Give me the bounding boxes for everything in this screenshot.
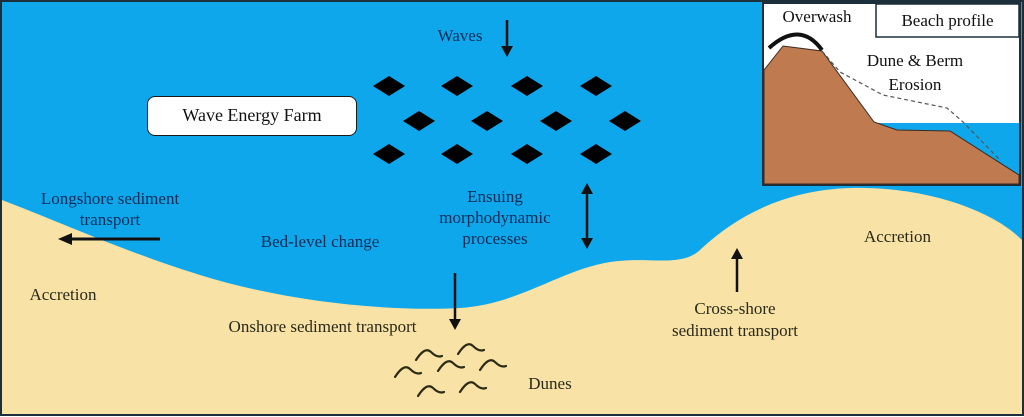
wave-energy-device-icon: [511, 76, 543, 96]
ensuing-label-line3: processes: [462, 229, 528, 248]
wave-energy-device-icon: [373, 76, 405, 96]
wave-energy-device-icon: [441, 76, 473, 96]
cross-shore-label-line1: Cross-shore: [694, 299, 776, 318]
dunes-label: Dunes: [528, 374, 572, 393]
wave-energy-device-icon: [580, 144, 612, 164]
wave-energy-farm-box: [147, 96, 357, 136]
wave-energy-device-icon: [540, 111, 572, 131]
wave-energy-devices: [373, 76, 641, 164]
dune-icon: [393, 366, 423, 379]
waves-arrow: [501, 20, 513, 57]
morphodynamic-double-arrow: [581, 183, 593, 249]
accretion-left-label: Accretion: [29, 285, 97, 304]
shoreline-sand: [2, 187, 1022, 414]
waves-label: Waves: [437, 26, 483, 45]
dune-icon: [414, 349, 444, 362]
longshore-arrow: [58, 233, 160, 245]
wave-energy-device-icon: [373, 144, 405, 164]
dune-icon: [416, 385, 446, 398]
dune-symbols: [393, 343, 508, 398]
onshore-arrow: [449, 273, 461, 330]
dune-icon: [456, 343, 486, 356]
wave-energy-device-icon: [403, 111, 435, 131]
wave-energy-device-icon: [471, 111, 503, 131]
beach-profile-inset: [762, 2, 1021, 186]
bed-level-change-label: Bed-level change: [260, 232, 380, 251]
erosion-label-line1: Dune & Berm: [866, 51, 964, 70]
cross-shore-label-line2: sediment transport: [671, 321, 799, 340]
longshore-label-line2: transport: [79, 210, 141, 229]
accretion-right-label: Accretion: [863, 227, 932, 246]
overwash-arc-icon: [767, 32, 824, 52]
wave-energy-device-icon: [511, 144, 543, 164]
onshore-label: Onshore sediment transport: [228, 317, 417, 336]
dune-icon: [436, 360, 466, 373]
overwash-label: Overwash: [782, 7, 852, 26]
inset-title: Beach profile: [901, 11, 994, 30]
dune-icon: [458, 381, 488, 394]
beach-profile-title-box: [875, 3, 1020, 38]
dune-icon: [478, 359, 508, 372]
wave-energy-device-icon: [580, 76, 612, 96]
ensuing-label-line2: morphodynamic: [439, 208, 551, 227]
ensuing-label-line1: Ensuing: [467, 187, 523, 206]
inset-dune-profile: [763, 45, 1020, 185]
inset-original-profile-dashed: [821, 50, 1001, 161]
wave-energy-device-icon: [609, 111, 641, 131]
wave-energy-device-icon: [441, 144, 473, 164]
erosion-label-line2: Erosion: [888, 75, 942, 94]
cross-shore-arrow: [731, 248, 743, 292]
wave-energy-farm-label: Wave Energy Farm: [182, 105, 322, 125]
longshore-label-line1: Longshore sediment: [40, 189, 180, 208]
